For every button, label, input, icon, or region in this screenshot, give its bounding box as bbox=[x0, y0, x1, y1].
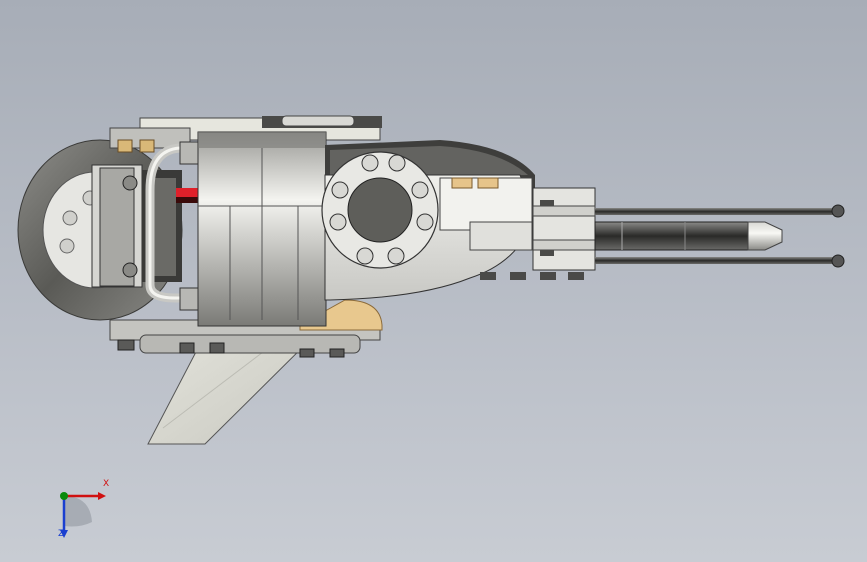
red-accent-part bbox=[176, 188, 204, 197]
lower-rod bbox=[595, 257, 837, 264]
bolted-flange[interactable] bbox=[321, 151, 439, 269]
upper-rod bbox=[595, 208, 837, 215]
x-axis-label: X bbox=[103, 479, 110, 489]
axis-triad-graphic bbox=[60, 492, 106, 538]
z-axis-label: Z bbox=[58, 529, 65, 539]
nose-cone bbox=[747, 221, 783, 251]
axis-triad: X Y Z bbox=[40, 478, 120, 548]
